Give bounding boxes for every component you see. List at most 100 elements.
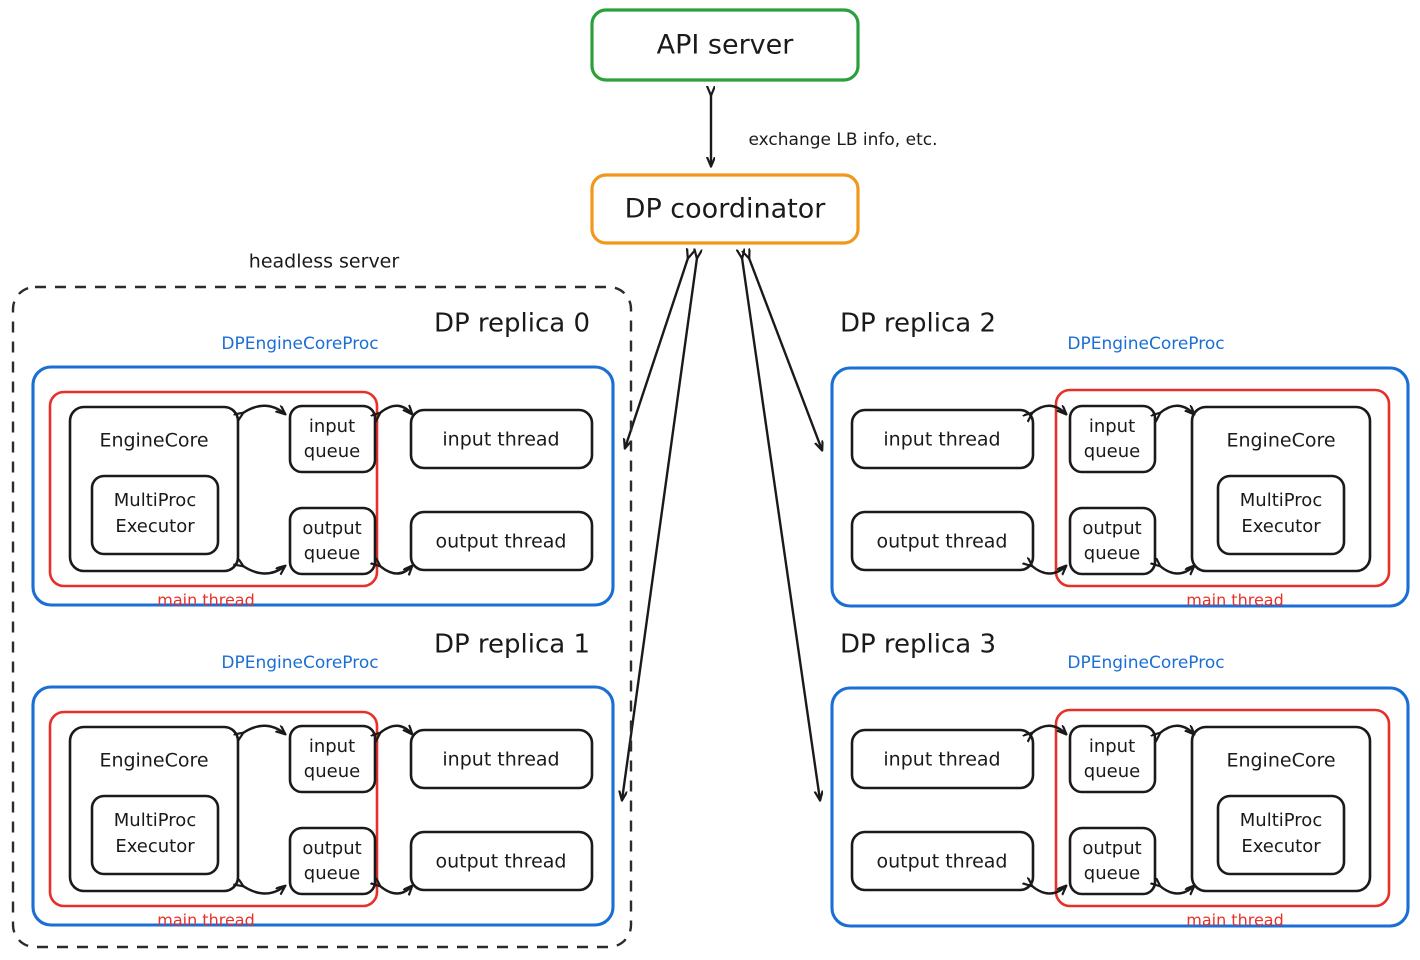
replica-0-output-thread[interactable] <box>409 510 594 572</box>
replica-2-engine-core-label: EngineCore <box>1226 430 1335 452</box>
replica-2-edge-output-queue-engine <box>1160 566 1194 574</box>
replica-3-multiproc-executor[interactable] <box>1216 794 1346 876</box>
replica-1-multiproc-executor[interactable] <box>90 794 220 876</box>
replica-2-input-queue[interactable] <box>1068 404 1157 474</box>
replica-0-engine-core-label: EngineCore <box>99 430 208 452</box>
edge-coordinator-replica-2 <box>749 258 822 450</box>
replica-3-output-queue[interactable] <box>1068 826 1157 896</box>
replica-3-output-thread[interactable] <box>850 830 1035 892</box>
replica-0-multiproc-executor-label-2: Executor <box>115 516 195 537</box>
replica-3-edge-output-queue-engine <box>1160 886 1194 894</box>
edge-coordinator-replica-3 <box>742 258 820 800</box>
replica-1-edge-engine-output-queue <box>243 886 285 894</box>
replica-1-input-queue[interactable] <box>288 724 377 794</box>
replica-1-title: DP replica 1 <box>434 630 590 660</box>
replica-0-input-queue[interactable] <box>288 404 377 474</box>
replica-0-proc-boundary <box>31 365 615 607</box>
replica-3-proc-label: DPEngineCoreProc <box>1067 653 1224 673</box>
replica-3-input-thread-label: input thread <box>883 749 1000 771</box>
replica-2-input-thread-label: input thread <box>883 429 1000 451</box>
api-server-box[interactable] <box>590 8 860 82</box>
replica-3-edge-output-thread-queue <box>1032 886 1066 894</box>
replica-2-proc-boundary <box>830 366 1410 608</box>
replica-1-input-thread[interactable] <box>409 728 594 790</box>
replica-1-input-queue-label-1: input <box>309 736 355 757</box>
replica-2-multiproc-executor[interactable] <box>1216 474 1346 556</box>
api-server-label: API server <box>657 30 795 61</box>
replica-3-input-thread[interactable] <box>850 728 1035 790</box>
replica-2-input-queue-label-2: queue <box>1084 441 1140 462</box>
replica-3-output-thread-label: output thread <box>877 851 1008 873</box>
replica-2-multiproc-executor-label-2: Executor <box>1241 516 1321 537</box>
replica-3-main-thread-boundary <box>1054 708 1391 908</box>
replica-2-multiproc-executor-label-1: MultiProc <box>1240 490 1322 511</box>
replica-0-input-thread-label: input thread <box>442 429 559 451</box>
replica-0-proc-label: DPEngineCoreProc <box>221 334 378 354</box>
replica-0-main-thread-label: main thread <box>157 591 255 610</box>
headless-server-label: headless server <box>249 251 400 273</box>
replica-0-edge-output-queue-thread <box>380 566 412 574</box>
headless-server-boundary <box>11 285 633 949</box>
replica-3-input-queue-label-1: input <box>1089 736 1135 757</box>
replica-2-output-thread-label: output thread <box>877 531 1008 553</box>
dp-coordinator-label: DP coordinator <box>625 194 827 225</box>
replica-0-output-queue[interactable] <box>288 506 377 576</box>
replica-1-multiproc-executor-label-2: Executor <box>115 836 195 857</box>
replica-3-input-queue-label-2: queue <box>1084 761 1140 782</box>
replica-2-output-thread[interactable] <box>850 510 1035 572</box>
replica-3-edge-input-queue-engine <box>1160 724 1194 734</box>
dp-coordinator-box[interactable] <box>590 173 860 245</box>
replica-1-input-thread-label: input thread <box>442 749 559 771</box>
replica-1-proc-boundary <box>31 685 615 927</box>
replica-3-title: DP replica 3 <box>840 630 996 660</box>
replica-2-output-queue-label-1: output <box>1082 518 1141 539</box>
replica-1-main-thread-boundary <box>48 710 379 908</box>
replica-0-input-queue-label-2: queue <box>304 441 360 462</box>
replica-1-output-queue-label-2: queue <box>304 863 360 884</box>
replica-0-edge-engine-output-queue <box>243 566 285 574</box>
replica-2-input-thread[interactable] <box>850 408 1035 470</box>
replica-2-input-queue-label-1: input <box>1089 416 1135 437</box>
replica-0-multiproc-executor[interactable] <box>90 474 220 556</box>
replica-0-title: DP replica 0 <box>434 309 590 339</box>
replica-1-output-thread[interactable] <box>409 830 594 892</box>
replica-1-main-thread-label: main thread <box>157 911 255 930</box>
replica-1-edge-engine-input-queue <box>243 724 285 734</box>
replica-3-multiproc-executor-label-1: MultiProc <box>1240 810 1322 831</box>
replica-1-engine-core-label: EngineCore <box>99 750 208 772</box>
replica-3-proc-boundary <box>830 686 1410 928</box>
replica-2-main-thread-boundary <box>1054 388 1391 588</box>
replica-3-engine-core-label: EngineCore <box>1226 750 1335 772</box>
replica-1-output-queue-label-1: output <box>302 838 361 859</box>
replica-0-input-queue-label-1: input <box>309 416 355 437</box>
replica-0-input-thread[interactable] <box>409 408 594 470</box>
replica-1-proc-label: DPEngineCoreProc <box>221 653 378 673</box>
replica-2-output-queue[interactable] <box>1068 506 1157 576</box>
replica-1-output-queue[interactable] <box>288 826 377 896</box>
replica-2-output-queue-label-2: queue <box>1084 543 1140 564</box>
replica-2-proc-label: DPEngineCoreProc <box>1067 334 1224 354</box>
replica-3-edge-input-thread-queue <box>1032 724 1066 734</box>
replica-1-edge-input-queue-thread <box>380 726 412 734</box>
replica-1-edge-output-queue-thread <box>380 886 412 894</box>
replica-2-title: DP replica 2 <box>840 309 996 339</box>
replica-0-main-thread-boundary <box>48 390 379 588</box>
replica-0-edge-engine-input-queue <box>243 404 285 414</box>
replica-0-multiproc-executor-label-1: MultiProc <box>114 490 196 511</box>
replica-1-multiproc-executor-label-1: MultiProc <box>114 810 196 831</box>
replica-0-output-thread-label: output thread <box>436 531 567 553</box>
replica-2-edge-output-thread-queue <box>1032 566 1066 574</box>
replica-3-output-queue-label-2: queue <box>1084 863 1140 884</box>
replica-0-output-queue-label-2: queue <box>304 543 360 564</box>
edge-coordinator-replica-1 <box>622 258 697 800</box>
replica-0-output-queue-label-1: output <box>302 518 361 539</box>
replica-1-input-queue-label-2: queue <box>304 761 360 782</box>
replica-3-output-queue-label-1: output <box>1082 838 1141 859</box>
replica-3-multiproc-executor-label-2: Executor <box>1241 836 1321 857</box>
replica-2-edge-input-thread-queue <box>1032 404 1066 414</box>
edge-api-coordinator-label: exchange LB info, etc. <box>749 130 938 150</box>
replica-3-input-queue[interactable] <box>1068 724 1157 794</box>
replica-3-main-thread-label: main thread <box>1186 911 1284 930</box>
